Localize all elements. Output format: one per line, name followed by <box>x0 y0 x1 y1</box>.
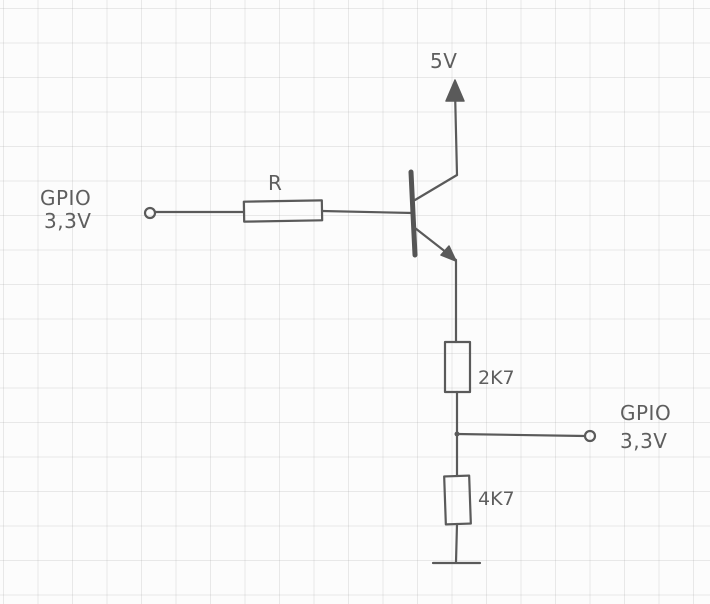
gpio-right-terminal <box>583 429 597 443</box>
label-5v: 5V <box>430 49 457 73</box>
transistor-base-bar <box>408 169 418 258</box>
resistor-2k7-body <box>443 340 472 394</box>
wire-node-to-gpio <box>455 432 587 438</box>
resistor-base-body <box>242 199 324 223</box>
label-gpio-left-1: GPIO <box>40 186 91 210</box>
label-4k7: 4K7 <box>478 488 515 510</box>
wire-r-to-base <box>320 209 415 215</box>
wire-4k7-to-ground <box>454 522 459 564</box>
resistor-4k7-body <box>443 474 472 526</box>
label-gpio-right-2: 3,3V <box>620 429 668 453</box>
supply-arrow-icon <box>445 79 465 102</box>
label-r: R <box>268 171 282 195</box>
label-gpio-left-2: 3,3V <box>44 209 92 233</box>
transistor-collector <box>413 173 459 202</box>
label-2k7: 2K7 <box>478 367 515 389</box>
gpio-left-terminal <box>143 206 157 220</box>
emitter-arrow-icon <box>440 245 457 262</box>
label-gpio-right-1: GPIO <box>620 401 671 425</box>
wire-collector-to-5v <box>453 88 459 177</box>
